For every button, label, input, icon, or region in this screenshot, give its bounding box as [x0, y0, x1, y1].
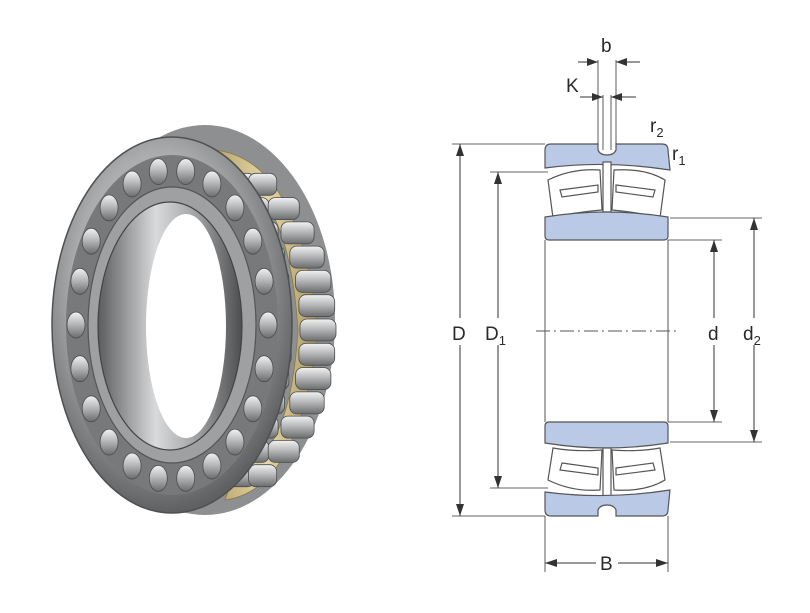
side-roller [289, 391, 325, 415]
front-roller [148, 464, 168, 492]
front-roller [176, 158, 196, 186]
guide-ring-bottom [602, 447, 612, 499]
D1-arrow-top [494, 172, 502, 184]
front-roller [70, 267, 90, 295]
cross-section-drawing: D D1 d d2 B [452, 36, 762, 575]
bearing-illustration [51, 125, 337, 515]
front-roller [254, 355, 274, 383]
front-roller [225, 428, 245, 456]
front-roller [66, 311, 86, 339]
outer-ring-section-bottom [544, 489, 671, 517]
D1-arrow-bottom [494, 476, 502, 488]
cage-bottom-left [559, 462, 599, 476]
K-arrow-left [592, 93, 603, 101]
bore-opening [146, 214, 226, 438]
B-arrow-left [545, 559, 557, 567]
side-roller [298, 294, 336, 318]
front-roller [243, 227, 263, 255]
label-d2: d2 [743, 324, 761, 348]
d-arrow-bottom [710, 410, 718, 422]
side-roller [295, 269, 332, 293]
outer-ring-section-top [544, 143, 671, 171]
cage-top-left [559, 184, 599, 198]
side-roller [289, 245, 325, 269]
d-arrow-top [710, 240, 718, 252]
label-r1: r1 [672, 144, 686, 168]
label-r2: r2 [650, 116, 664, 140]
cage-top-right [615, 184, 656, 198]
side-roller [280, 221, 315, 245]
label-K: K [566, 76, 579, 97]
guide-ring-top [602, 161, 612, 213]
label-D: D [452, 324, 466, 345]
side-roller [299, 318, 337, 342]
front-roller [254, 267, 274, 295]
b-arrow-right [616, 58, 627, 66]
front-roller [122, 452, 142, 480]
label-d: d [708, 324, 719, 345]
side-roller [298, 342, 336, 366]
front-roller [99, 194, 119, 222]
d2-arrow-top [750, 218, 758, 230]
B-arrow-right [656, 559, 668, 567]
D-arrow-top [456, 144, 464, 156]
inner-ring-section-top [544, 211, 669, 241]
front-roller [81, 395, 101, 423]
front-roller [81, 227, 101, 255]
side-roller [280, 415, 315, 439]
inner-ring-section-bottom [544, 421, 669, 449]
front-roller [243, 395, 263, 423]
front-roller [176, 464, 196, 492]
D-arrow-bottom [456, 504, 464, 516]
roller-ring-front [66, 158, 278, 492]
cage-bottom-right [615, 462, 656, 476]
front-roller [122, 170, 142, 198]
label-b: b [601, 36, 612, 57]
front-roller [70, 355, 90, 383]
front-roller [258, 311, 278, 339]
side-roller [248, 464, 278, 488]
d2-arrow-bottom [750, 430, 758, 442]
side-roller [267, 197, 300, 221]
label-D1: D1 [485, 324, 506, 348]
side-roller [295, 367, 332, 391]
front-roller [202, 452, 222, 480]
front-roller [99, 428, 119, 456]
label-B: B [600, 554, 613, 575]
K-arrow-right [611, 93, 622, 101]
front-roller [148, 158, 168, 186]
front-roller [225, 194, 245, 222]
side-roller [267, 439, 300, 463]
front-roller [202, 170, 222, 198]
b-arrow-left [587, 58, 598, 66]
